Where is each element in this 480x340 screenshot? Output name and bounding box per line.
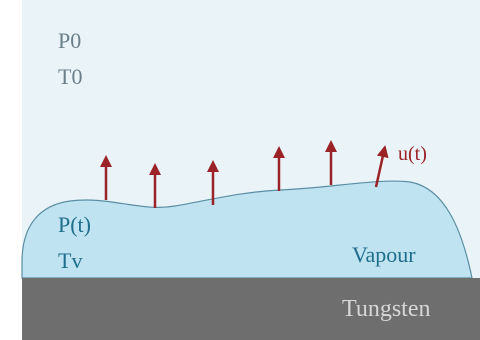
vapour-layer xyxy=(21,180,473,279)
velocity-label: u(t) xyxy=(398,143,427,165)
vapour-temperature-label: Tv xyxy=(58,248,82,273)
vapour-pressure-label: P(t) xyxy=(58,212,91,237)
ambient-temperature-label: T0 xyxy=(58,64,82,89)
velocity-arrow xyxy=(374,145,389,188)
velocity-arrows xyxy=(100,140,389,208)
tungsten-label: Tungsten xyxy=(342,296,430,322)
tungsten-substrate xyxy=(22,278,480,340)
ambient-pressure-label: P0 xyxy=(58,28,81,53)
vapour-label: Vapour xyxy=(352,242,416,267)
